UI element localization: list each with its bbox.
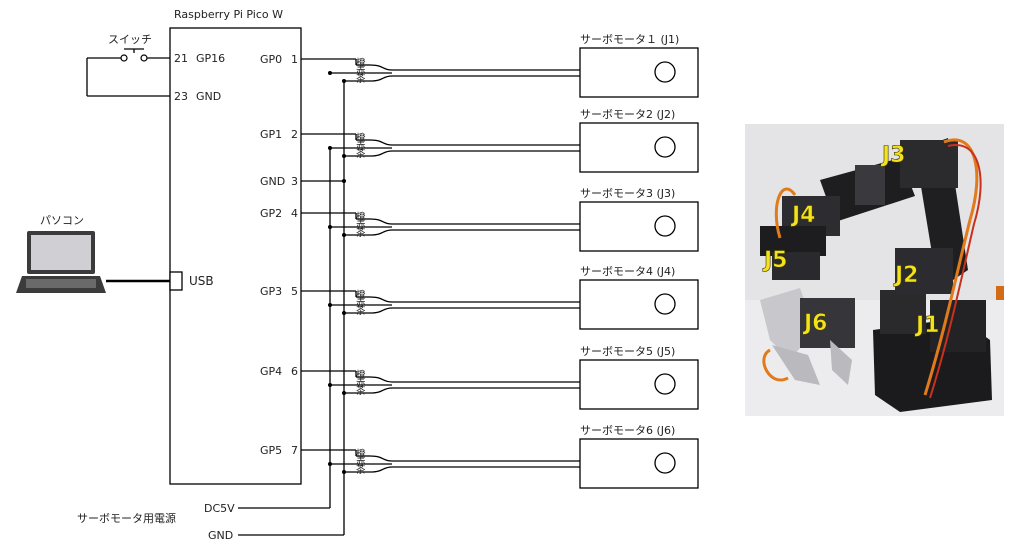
switch-label: スイッチ	[108, 33, 152, 46]
power-dc5v-label: DC5V	[204, 502, 235, 515]
wire-color-label: 橙	[356, 289, 366, 301]
power-gnd-label: GND	[208, 529, 233, 542]
pc-label: パソコン	[40, 214, 84, 227]
servo-label: サーボモータ4 (J4)	[580, 265, 675, 278]
servo-box	[579, 279, 699, 330]
wire-color-label: 赤	[356, 457, 366, 468]
pico-title: Raspberry Pi Pico W	[174, 8, 283, 21]
servo-channel: 橙赤茶 サーボモータ１ (J1)	[301, 33, 699, 98]
servo-label: サーボモータ5 (J5)	[580, 345, 675, 358]
photo-label-j6: J6	[802, 311, 828, 336]
wire-color-label: 橙	[356, 369, 366, 381]
pin-number: 1	[291, 53, 298, 66]
pin-label: GP3	[260, 285, 282, 298]
pin-number: 4	[291, 207, 298, 220]
servo-channel: 橙赤茶 サーボモータ5 (J5)	[301, 345, 699, 410]
power-label: サーボモータ用電源	[77, 511, 176, 525]
pin-label: GP4	[260, 365, 282, 378]
pin-number: 6	[291, 365, 298, 378]
wire-color-label: 橙	[356, 211, 366, 223]
photo-label-j2: J2	[893, 263, 919, 288]
wire-color-label: 茶	[356, 148, 366, 160]
wire-color-label: 茶	[356, 464, 366, 476]
pin-label: GND	[260, 175, 285, 188]
servo-label: サーボモータ2 (J2)	[580, 108, 675, 121]
usb-port	[169, 271, 183, 291]
wire-color-label: 赤	[356, 220, 366, 231]
servo-label: サーボモータ6 (J6)	[580, 424, 675, 437]
pin-number: 5	[291, 285, 298, 298]
servo-horn-icon	[654, 136, 676, 158]
pin-number: 3	[291, 175, 298, 188]
gnd-pin3-junction	[342, 179, 346, 183]
servo-box	[579, 122, 699, 173]
servo-horn-icon	[654, 61, 676, 83]
photo-label-j1: J1	[914, 313, 940, 338]
wire-color-label: 茶	[356, 385, 366, 397]
servo-channel: 橙赤茶 サーボモータ2 (J2)	[301, 108, 699, 173]
servo-horn-icon	[654, 293, 676, 315]
wire-color-label: 橙	[356, 132, 366, 144]
wire-color-label: 橙	[356, 57, 366, 69]
photo-label-j3: J3	[880, 143, 906, 168]
pin-label: GP2	[260, 207, 282, 220]
servo-channel: 橙赤茶 サーボモータ3 (J3)	[301, 187, 699, 252]
wire-color-label: 茶	[356, 305, 366, 317]
left-pin-num-23: 23	[174, 90, 188, 103]
photo-label-j5: J5	[762, 248, 788, 273]
laptop-icon	[16, 231, 106, 293]
wire-color-label: 橙	[356, 448, 366, 460]
servo-label: サーボモータ3 (J3)	[580, 187, 675, 200]
servo-box	[579, 47, 699, 98]
wire-color-label: 赤	[356, 378, 366, 389]
pin-number: 7	[291, 444, 298, 457]
switch-symbol	[86, 48, 170, 97]
left-pin-name-gp16: GP16	[196, 52, 225, 65]
servo-channel: 橙赤茶 サーボモータ6 (J6)	[301, 424, 699, 489]
photo-label-j4: J4	[790, 203, 816, 228]
pin-label: GP0	[260, 53, 282, 66]
wire-color-label: 茶	[356, 227, 366, 239]
robot-arm-photo	[745, 124, 1004, 416]
pin-label: GP5	[260, 444, 282, 457]
servo-horn-icon	[654, 215, 676, 237]
wire-color-label: 赤	[356, 298, 366, 309]
left-pin-name-gnd: GND	[196, 90, 221, 103]
pin-number: 2	[291, 128, 298, 141]
wire-color-label: 茶	[356, 73, 366, 85]
servo-horn-icon	[654, 373, 676, 395]
servo-box	[579, 438, 699, 489]
servo-label: サーボモータ１ (J1)	[580, 33, 679, 46]
pico-board	[169, 27, 302, 485]
left-pin-num-21: 21	[174, 52, 188, 65]
servo-box	[579, 201, 699, 252]
pin-label: GP1	[260, 128, 282, 141]
usb-label: USB	[189, 274, 214, 288]
servo-channel: 橙赤茶 サーボモータ4 (J4)	[301, 265, 699, 330]
servo-horn-icon	[654, 452, 676, 474]
wire-color-label: 赤	[356, 141, 366, 152]
servo-box	[579, 359, 699, 410]
wire-color-label: 赤	[356, 66, 366, 77]
